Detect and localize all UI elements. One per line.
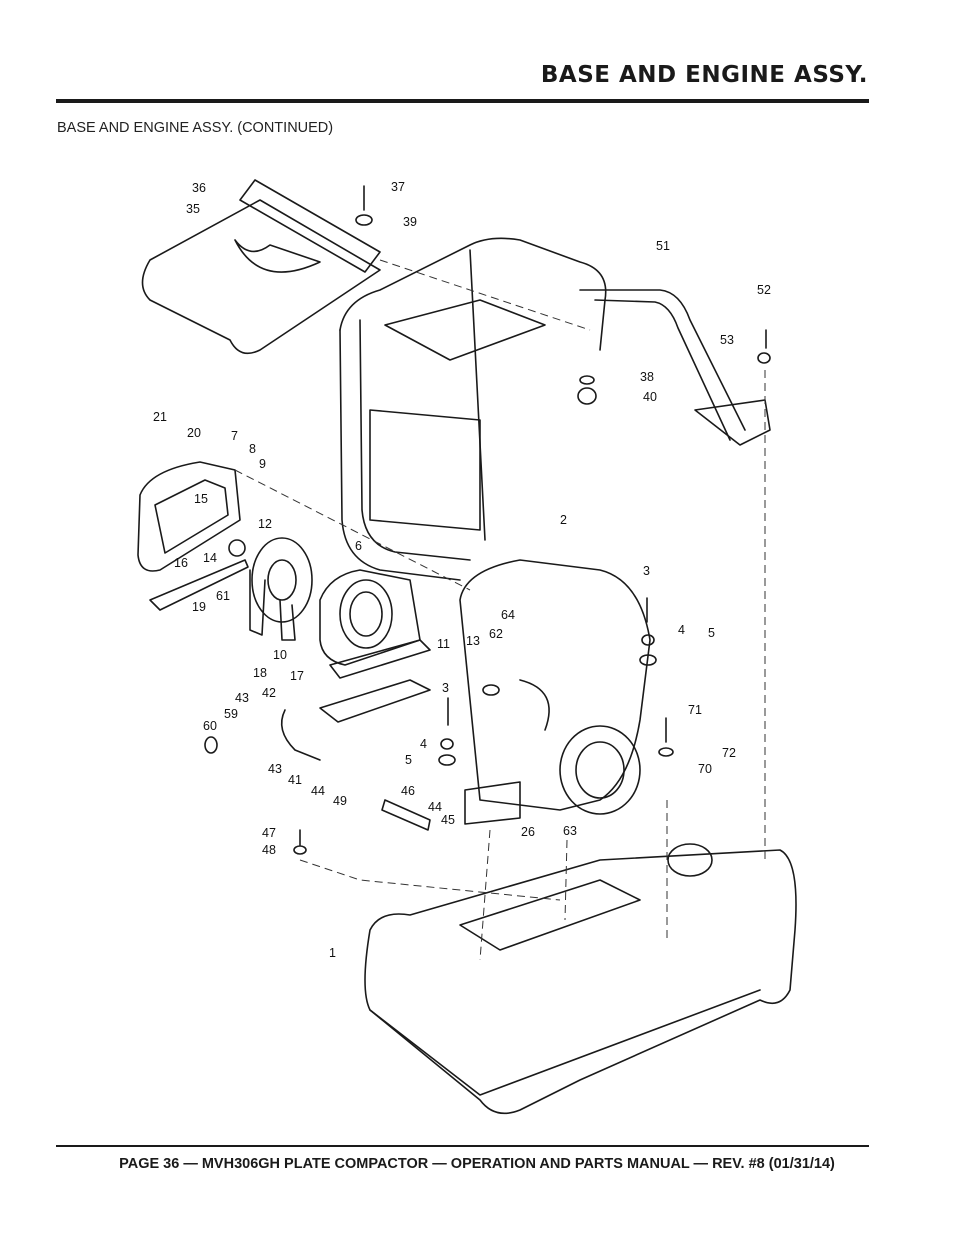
callout-52: 52 (757, 283, 771, 297)
callout-62: 62 (489, 627, 503, 641)
callout-38: 38 (640, 370, 654, 384)
callout-13: 13 (466, 634, 480, 648)
callout-10: 10 (273, 648, 287, 662)
handle-frame (339, 237, 771, 581)
callout-11: 11 (437, 637, 450, 651)
callout-43: 43 (268, 762, 282, 776)
callout-60: 60 (203, 719, 217, 733)
callout-3: 3 (643, 564, 650, 578)
top-cover-plate (141, 179, 381, 355)
callout-21: 21 (153, 410, 167, 424)
callout-37: 37 (391, 180, 405, 194)
callout-26: 26 (521, 825, 535, 839)
callout-41: 41 (288, 773, 302, 787)
callout-53: 53 (720, 333, 734, 347)
callout-4: 4 (678, 623, 685, 637)
callout-16: 16 (174, 556, 188, 570)
callout-64: 64 (501, 608, 515, 622)
gasket-10 (329, 639, 431, 679)
callout-7: 7 (231, 429, 238, 443)
engine-block (459, 559, 651, 825)
page-subtitle: BASE AND ENGINE ASSY. (CONTINUED) (57, 120, 334, 136)
callout-12: 12 (258, 517, 272, 531)
fan-pulley (249, 537, 313, 641)
callout-46: 46 (401, 784, 415, 798)
callout-63: 63 (563, 824, 577, 838)
callout-49: 49 (333, 794, 347, 808)
plate-18 (319, 679, 431, 723)
callout-42: 42 (262, 686, 276, 700)
pulley-housing (137, 461, 249, 611)
callout-18: 18 (253, 666, 267, 680)
callout-8: 8 (249, 442, 256, 456)
callout-51: 51 (656, 239, 670, 253)
callout-40: 40 (643, 390, 657, 404)
callout-45: 45 (441, 813, 455, 827)
callout-43: 43 (235, 691, 249, 705)
callout-17: 17 (290, 669, 304, 683)
callout-2: 2 (560, 513, 567, 527)
callout-71: 71 (688, 703, 702, 717)
footer-rule (56, 1145, 869, 1147)
callout-19: 19 (192, 600, 206, 614)
callout-72: 72 (722, 746, 736, 760)
callout-36: 36 (192, 181, 206, 195)
callout-14: 14 (203, 551, 217, 565)
callout-44: 44 (311, 784, 325, 798)
callout-9: 9 (259, 457, 266, 471)
page-footer-text: PAGE 36 — MVH306GH PLATE COMPACTOR — OPE… (119, 1156, 835, 1172)
clutch-cover (319, 569, 421, 666)
callout-5: 5 (708, 626, 715, 640)
callout-4: 4 (420, 737, 427, 751)
callout-70: 70 (698, 762, 712, 776)
callout-20: 20 (187, 426, 201, 440)
callout-35: 35 (186, 202, 200, 216)
callout-3: 3 (442, 681, 449, 695)
header-rule (56, 99, 869, 103)
callout-44: 44 (428, 800, 442, 814)
base-plate (364, 843, 797, 1115)
callout-47: 47 (262, 826, 276, 840)
callout-5: 5 (405, 753, 412, 767)
callout-48: 48 (262, 843, 276, 857)
page-header-title: BASE AND ENGINE ASSY. (540, 62, 868, 88)
callout-59: 59 (224, 707, 238, 721)
callout-61: 61 (216, 589, 230, 603)
callout-1: 1 (329, 946, 336, 960)
callout-39: 39 (403, 215, 417, 229)
hardware (204, 185, 771, 855)
callout-15: 15 (194, 492, 208, 506)
callout-6: 6 (355, 539, 362, 553)
